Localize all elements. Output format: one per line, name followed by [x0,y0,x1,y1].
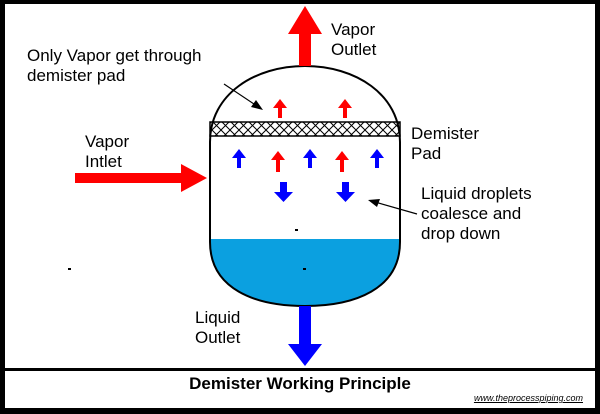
liquid-droplets-label: Liquid droplets coalesce and drop down [421,184,532,243]
pointer-head [368,199,380,207]
pointer-line-vapor-pad [223,83,258,107]
website-link[interactable]: www.theprocesspiping.com [473,393,583,403]
vapor-outlet-label: Vapor Outlet [331,20,377,59]
liquid-outlet-arrow [288,306,322,366]
pointer-head [251,100,263,110]
droplet-down-arrow [274,182,293,202]
vapor-up-arrow-blue [370,149,384,168]
speck [303,268,306,270]
diagram-frame: Vapor Outlet Only Vapor get through demi… [5,4,595,408]
liquid-level [210,239,400,306]
vapor-up-arrow [271,151,285,172]
speck [68,268,71,270]
vapor-up-arrow-blue [303,149,317,168]
pointer-line-droplets [374,201,418,215]
separator-diagram [68,6,418,366]
only-vapor-label: Only Vapor get through demister pad [27,46,202,85]
demister-pad [209,121,401,137]
vapor-inlet-arrow [75,164,207,192]
demister-pad-label: Demister Pad [411,124,480,163]
vapor-inlet-label: Vapor Intlet [85,132,130,171]
diagram-caption: Demister Working Principle [189,374,411,393]
vapor-up-arrow [273,99,287,118]
vessel-outline [209,64,401,308]
caption-divider [5,368,595,371]
speck [295,229,298,231]
liquid-outlet-label: Liquid Outlet [195,308,241,347]
vapor-outlet-arrow [288,6,322,66]
vapor-up-arrow [335,151,349,172]
droplet-down-arrow [336,182,355,202]
vapor-up-arrow [338,99,352,118]
vapor-up-arrow-blue [232,149,246,168]
